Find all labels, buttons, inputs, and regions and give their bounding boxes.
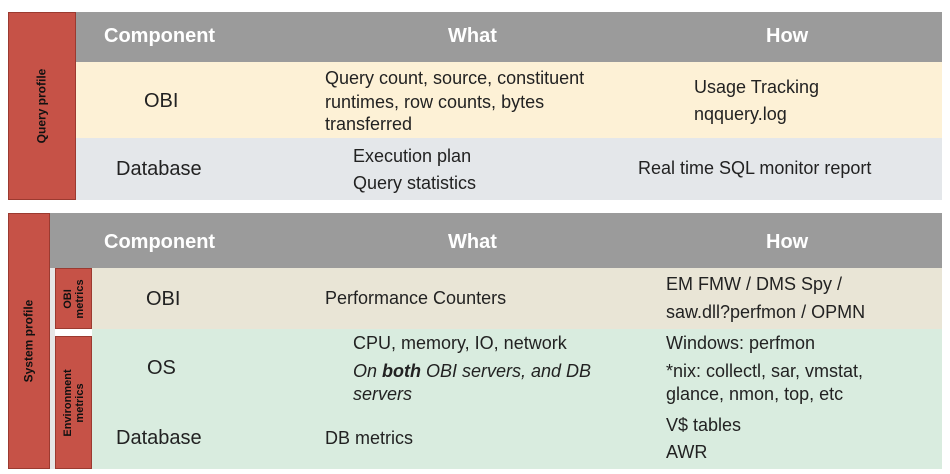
obi-metrics-label: OBI metrics	[61, 278, 86, 319]
obi-metrics-bar: OBI metrics	[55, 268, 92, 329]
component-cell: OS	[147, 357, 176, 379]
how-line: saw.dll?perfmon / OPMN	[666, 302, 866, 322]
how-line: V$ tables	[666, 415, 742, 435]
query-row-obi: OBI Query count, source, constituent run…	[76, 62, 942, 138]
what-line: DB metrics	[325, 428, 414, 448]
what-italic-line: servers	[353, 384, 413, 404]
how-line: EM FMW / DMS Spy /	[666, 274, 843, 294]
what-line: Query count, source, constituent	[325, 68, 585, 88]
how-line: nqquery.log	[694, 104, 787, 124]
what-line: Execution plan	[353, 146, 472, 166]
query-profile-side-bar: Query profile	[8, 12, 76, 200]
header-how: How	[766, 25, 809, 47]
what-line: runtimes, row counts, bytes	[325, 92, 545, 112]
header-gutter	[50, 268, 55, 469]
query-row-database: Database Execution plan Query statistics…	[76, 138, 942, 200]
component-cell: OBI	[144, 90, 179, 112]
query-profile-header-row: Component What How	[76, 12, 942, 62]
what-line: Query statistics	[353, 173, 477, 193]
what-italic-line: On both OBI servers, and DB	[353, 361, 592, 381]
system-profile-label: System profile	[21, 299, 36, 383]
system-row-os-database: OS CPU, memory, IO, network On both OBI …	[92, 329, 942, 469]
query-profile-label: Query profile	[34, 68, 49, 144]
how-line: Real time SQL monitor report	[638, 158, 872, 178]
environment-metrics-bar: Environment metrics	[55, 336, 92, 469]
what-line: Performance Counters	[325, 288, 507, 308]
component-cell: Database	[116, 158, 202, 180]
component-cell: OBI	[146, 288, 181, 310]
system-profile-side-bar: System profile	[8, 213, 50, 469]
how-line: Usage Tracking	[694, 77, 820, 97]
what-line: transferred	[325, 114, 413, 134]
how-line: AWR	[666, 442, 708, 462]
header-component: Component	[104, 231, 216, 253]
header-what: What	[448, 25, 497, 47]
environment-metrics-label: Environment metrics	[61, 368, 86, 437]
component-cell: Database	[116, 427, 202, 449]
what-line: CPU, memory, IO, network	[353, 333, 567, 353]
system-row-obi: OBI Performance Counters EM FMW / DMS Sp…	[92, 268, 942, 329]
how-line: Windows: perfmon	[666, 333, 816, 353]
how-line: *nix: collectl, sar, vmstat,	[666, 361, 864, 381]
how-line: glance, nmon, top, etc	[666, 384, 844, 404]
system-profile-header-row: Component What How	[50, 213, 942, 268]
header-how: How	[766, 231, 809, 253]
header-component: Component	[104, 25, 216, 47]
header-what: What	[448, 231, 497, 253]
